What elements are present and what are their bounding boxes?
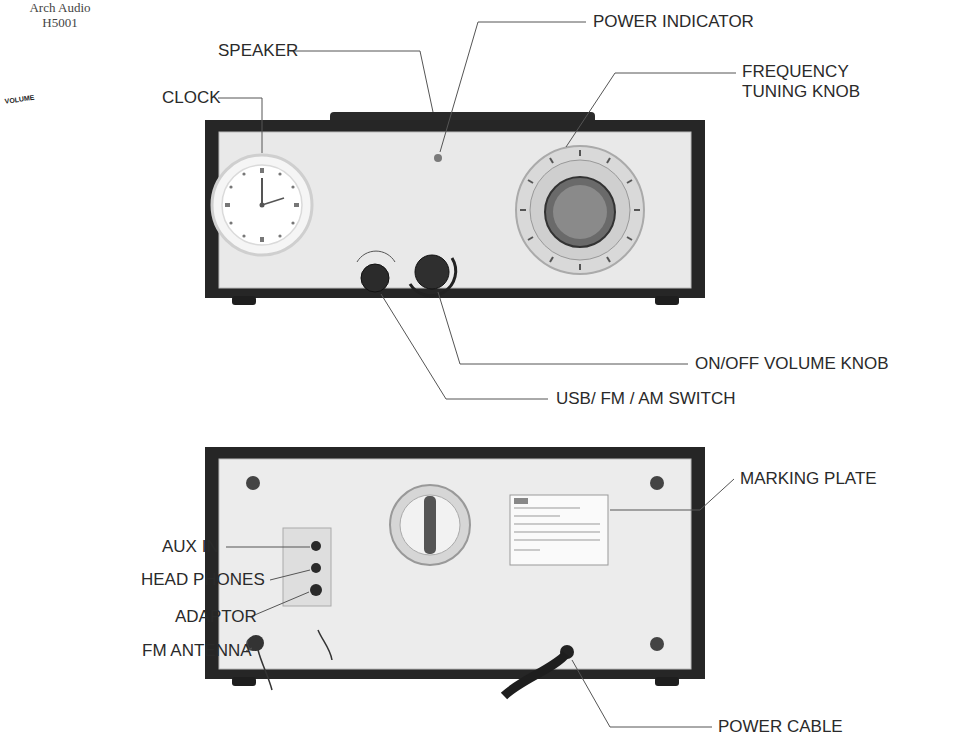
clock-face bbox=[212, 155, 312, 255]
clock-pin bbox=[260, 203, 265, 208]
part-label: ON/OFF VOLUME KNOB bbox=[695, 354, 889, 374]
model-number: H5001 bbox=[0, 15, 120, 30]
clock-hand bbox=[261, 178, 263, 205]
part-label: AUX IN bbox=[162, 537, 219, 557]
part-label: MARKING PLATE bbox=[740, 469, 877, 489]
rear-port-bar bbox=[424, 496, 436, 554]
foot bbox=[655, 296, 679, 305]
foot bbox=[655, 677, 679, 686]
clock-dial bbox=[222, 165, 302, 245]
antenna-wire bbox=[258, 650, 272, 690]
marking-plate bbox=[510, 495, 608, 565]
volume-knob bbox=[415, 255, 449, 289]
part-label: HEAD PHONES bbox=[141, 570, 265, 590]
tuning-knob-cap bbox=[553, 185, 607, 239]
front-cabinet bbox=[205, 120, 705, 298]
power-cable bbox=[504, 654, 566, 696]
part-label: USB/ FM / AM SWITCH bbox=[556, 389, 735, 409]
tuning-ticks bbox=[520, 150, 640, 270]
part-label: CLOCK bbox=[162, 88, 221, 108]
back-cabinet bbox=[205, 447, 705, 679]
power-led bbox=[434, 154, 442, 162]
plate-logo bbox=[514, 498, 528, 504]
switch-scale bbox=[357, 251, 395, 262]
jacks bbox=[310, 541, 322, 596]
clock-marks bbox=[225, 168, 299, 242]
part-label: FREQUENCY TUNING KNOB bbox=[742, 62, 917, 102]
part-label: ADAPTOR bbox=[175, 607, 257, 627]
screws bbox=[246, 476, 664, 651]
part-label: POWER INDICATOR bbox=[593, 12, 754, 32]
part-label: SPEAKER bbox=[218, 41, 298, 61]
part-label: POWER CABLE bbox=[718, 717, 843, 737]
back-panel bbox=[219, 459, 691, 669]
antenna-wire bbox=[318, 630, 332, 660]
tuning-dial bbox=[516, 146, 644, 274]
rear-port-inner bbox=[400, 495, 460, 555]
band-switch-knob bbox=[361, 264, 389, 292]
foot bbox=[232, 296, 256, 305]
jack-panel bbox=[283, 528, 331, 606]
clock-hand bbox=[262, 198, 284, 205]
tuning-knob bbox=[545, 177, 615, 247]
leader-lines bbox=[218, 22, 736, 727]
rear-port bbox=[390, 485, 470, 565]
foot bbox=[232, 677, 256, 686]
tuning-scale bbox=[530, 160, 630, 260]
plate-lines bbox=[514, 508, 600, 550]
brand-name: Arch Audio bbox=[0, 0, 120, 15]
part-label: FM ANTENNA bbox=[142, 641, 252, 661]
